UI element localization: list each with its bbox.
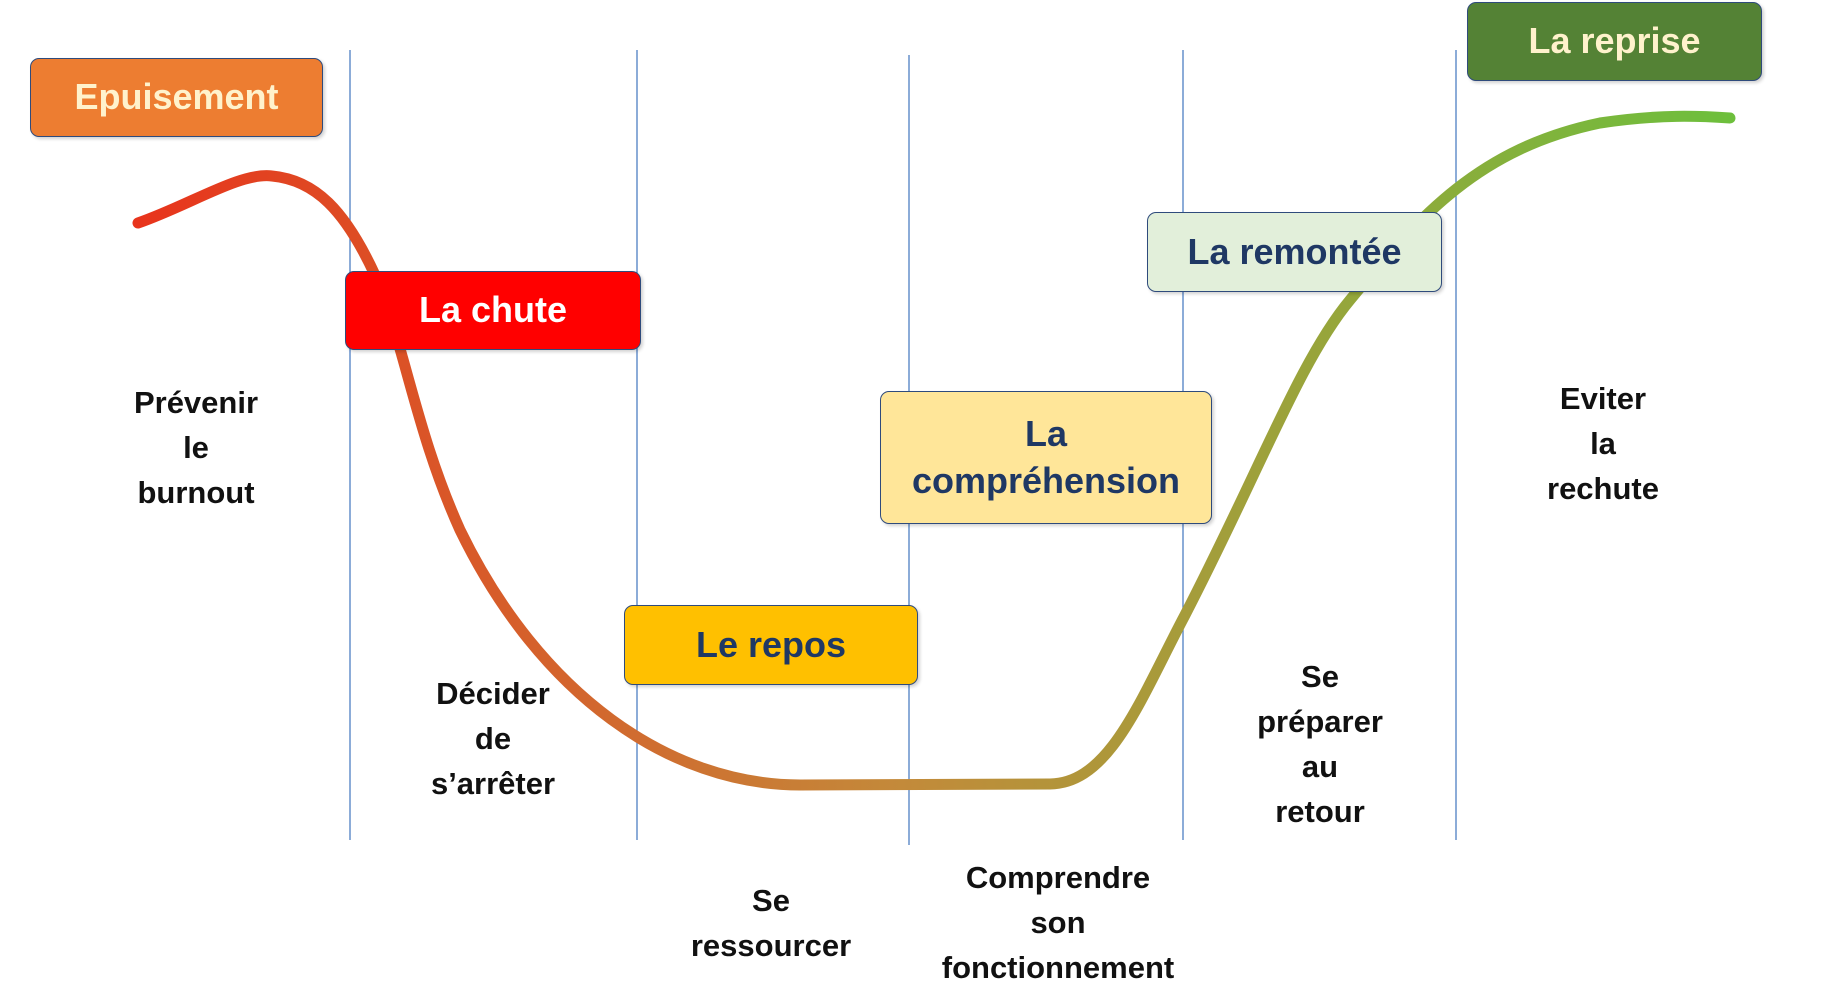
stage-label-chute: La chute (418, 289, 568, 331)
stage-box-comprehension: La compréhension (880, 391, 1212, 524)
action-decider-line-2: de (474, 721, 512, 756)
action-ressourcer: Se ressourcer (661, 878, 881, 968)
action-comprendre-line-3: fonctionnement (941, 950, 1175, 985)
action-ressourcer-line-1: Se (752, 883, 790, 918)
action-comprendre: Comprendre son fonctionnement (913, 855, 1203, 990)
stage-box-epuisement: Epuisement (30, 58, 323, 137)
action-decider-line-1: Décider (436, 676, 550, 711)
action-preparer-line-1: Se (1301, 659, 1339, 694)
action-prevenir-line-1: Prévenir (133, 385, 259, 420)
action-eviter-line-3: rechute (1547, 471, 1659, 506)
action-eviter-line-1: Eviter (1559, 381, 1647, 416)
burnout-curve (132, 110, 1736, 791)
action-prevenir-line-3: burnout (137, 475, 255, 510)
action-decider-line-3: s’arrêter (430, 766, 556, 801)
stage-box-remontee: La remontée (1147, 212, 1442, 292)
stage-label-epuisement: Epuisement (74, 76, 279, 118)
action-eviter-line-2: la (1590, 426, 1616, 461)
stage-box-chute: La chute (345, 271, 641, 350)
action-comprendre-line-1: Comprendre (965, 860, 1151, 895)
stage-label-reprise: La reprise (1528, 20, 1701, 62)
stage-box-reprise: La reprise (1467, 2, 1762, 81)
action-prevenir-line-2: le (183, 430, 209, 465)
action-decider: Décider de s’arrêter (383, 671, 603, 806)
action-preparer-line-3: au (1301, 749, 1339, 784)
stage-label-repos: Le repos (695, 623, 847, 665)
action-eviter: Eviter la rechute (1503, 376, 1703, 511)
stage-box-repos: Le repos (624, 605, 918, 685)
action-comprendre-line-2: son (1030, 905, 1086, 940)
action-preparer-line-2: préparer (1257, 704, 1383, 739)
action-ressourcer-line-2: ressourcer (690, 928, 852, 963)
stage-label-remontee: La remontée (1187, 230, 1402, 272)
stage-label-comprehension-line-1: La (1024, 412, 1067, 454)
action-preparer: Se préparer au retour (1215, 654, 1425, 834)
action-prevenir: Prévenir le burnout (96, 380, 296, 515)
stage-label-comprehension-line-2: compréhension (911, 459, 1181, 501)
action-preparer-line-4: retour (1275, 794, 1365, 829)
